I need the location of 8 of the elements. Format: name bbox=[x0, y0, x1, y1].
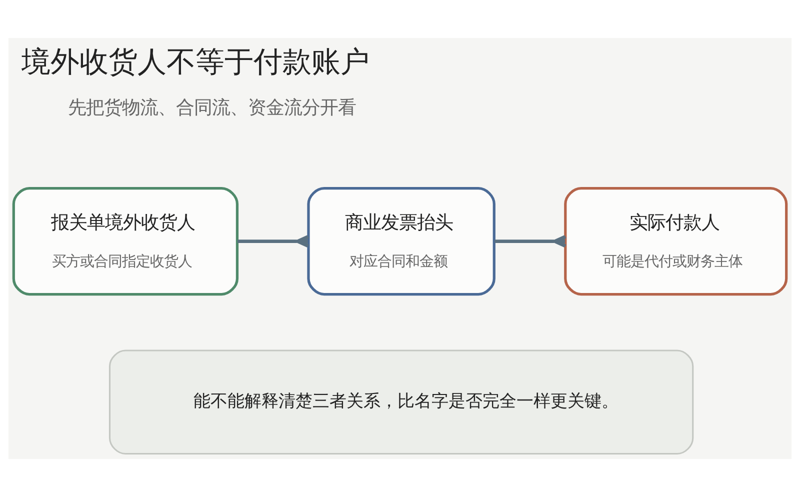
node-box: 实际付款人 可能是代付或财务主体 bbox=[564, 186, 788, 296]
label: 先把货物流、合同流、资金流分开看 bbox=[68, 96, 356, 118]
node-box: 商业发票抬头 对应合同和金额 bbox=[307, 186, 496, 296]
connector bbox=[238, 234, 310, 248]
node-box: 报关单境外收货人 买方或合同指定收货人 bbox=[12, 186, 239, 296]
node-box: 能不能解释清楚三者关系，比名字是否完全一样更关键。 bbox=[108, 349, 694, 454]
diagram-title: 境外收货人不等于付款账户 bbox=[21, 44, 370, 78]
connector bbox=[494, 234, 567, 248]
